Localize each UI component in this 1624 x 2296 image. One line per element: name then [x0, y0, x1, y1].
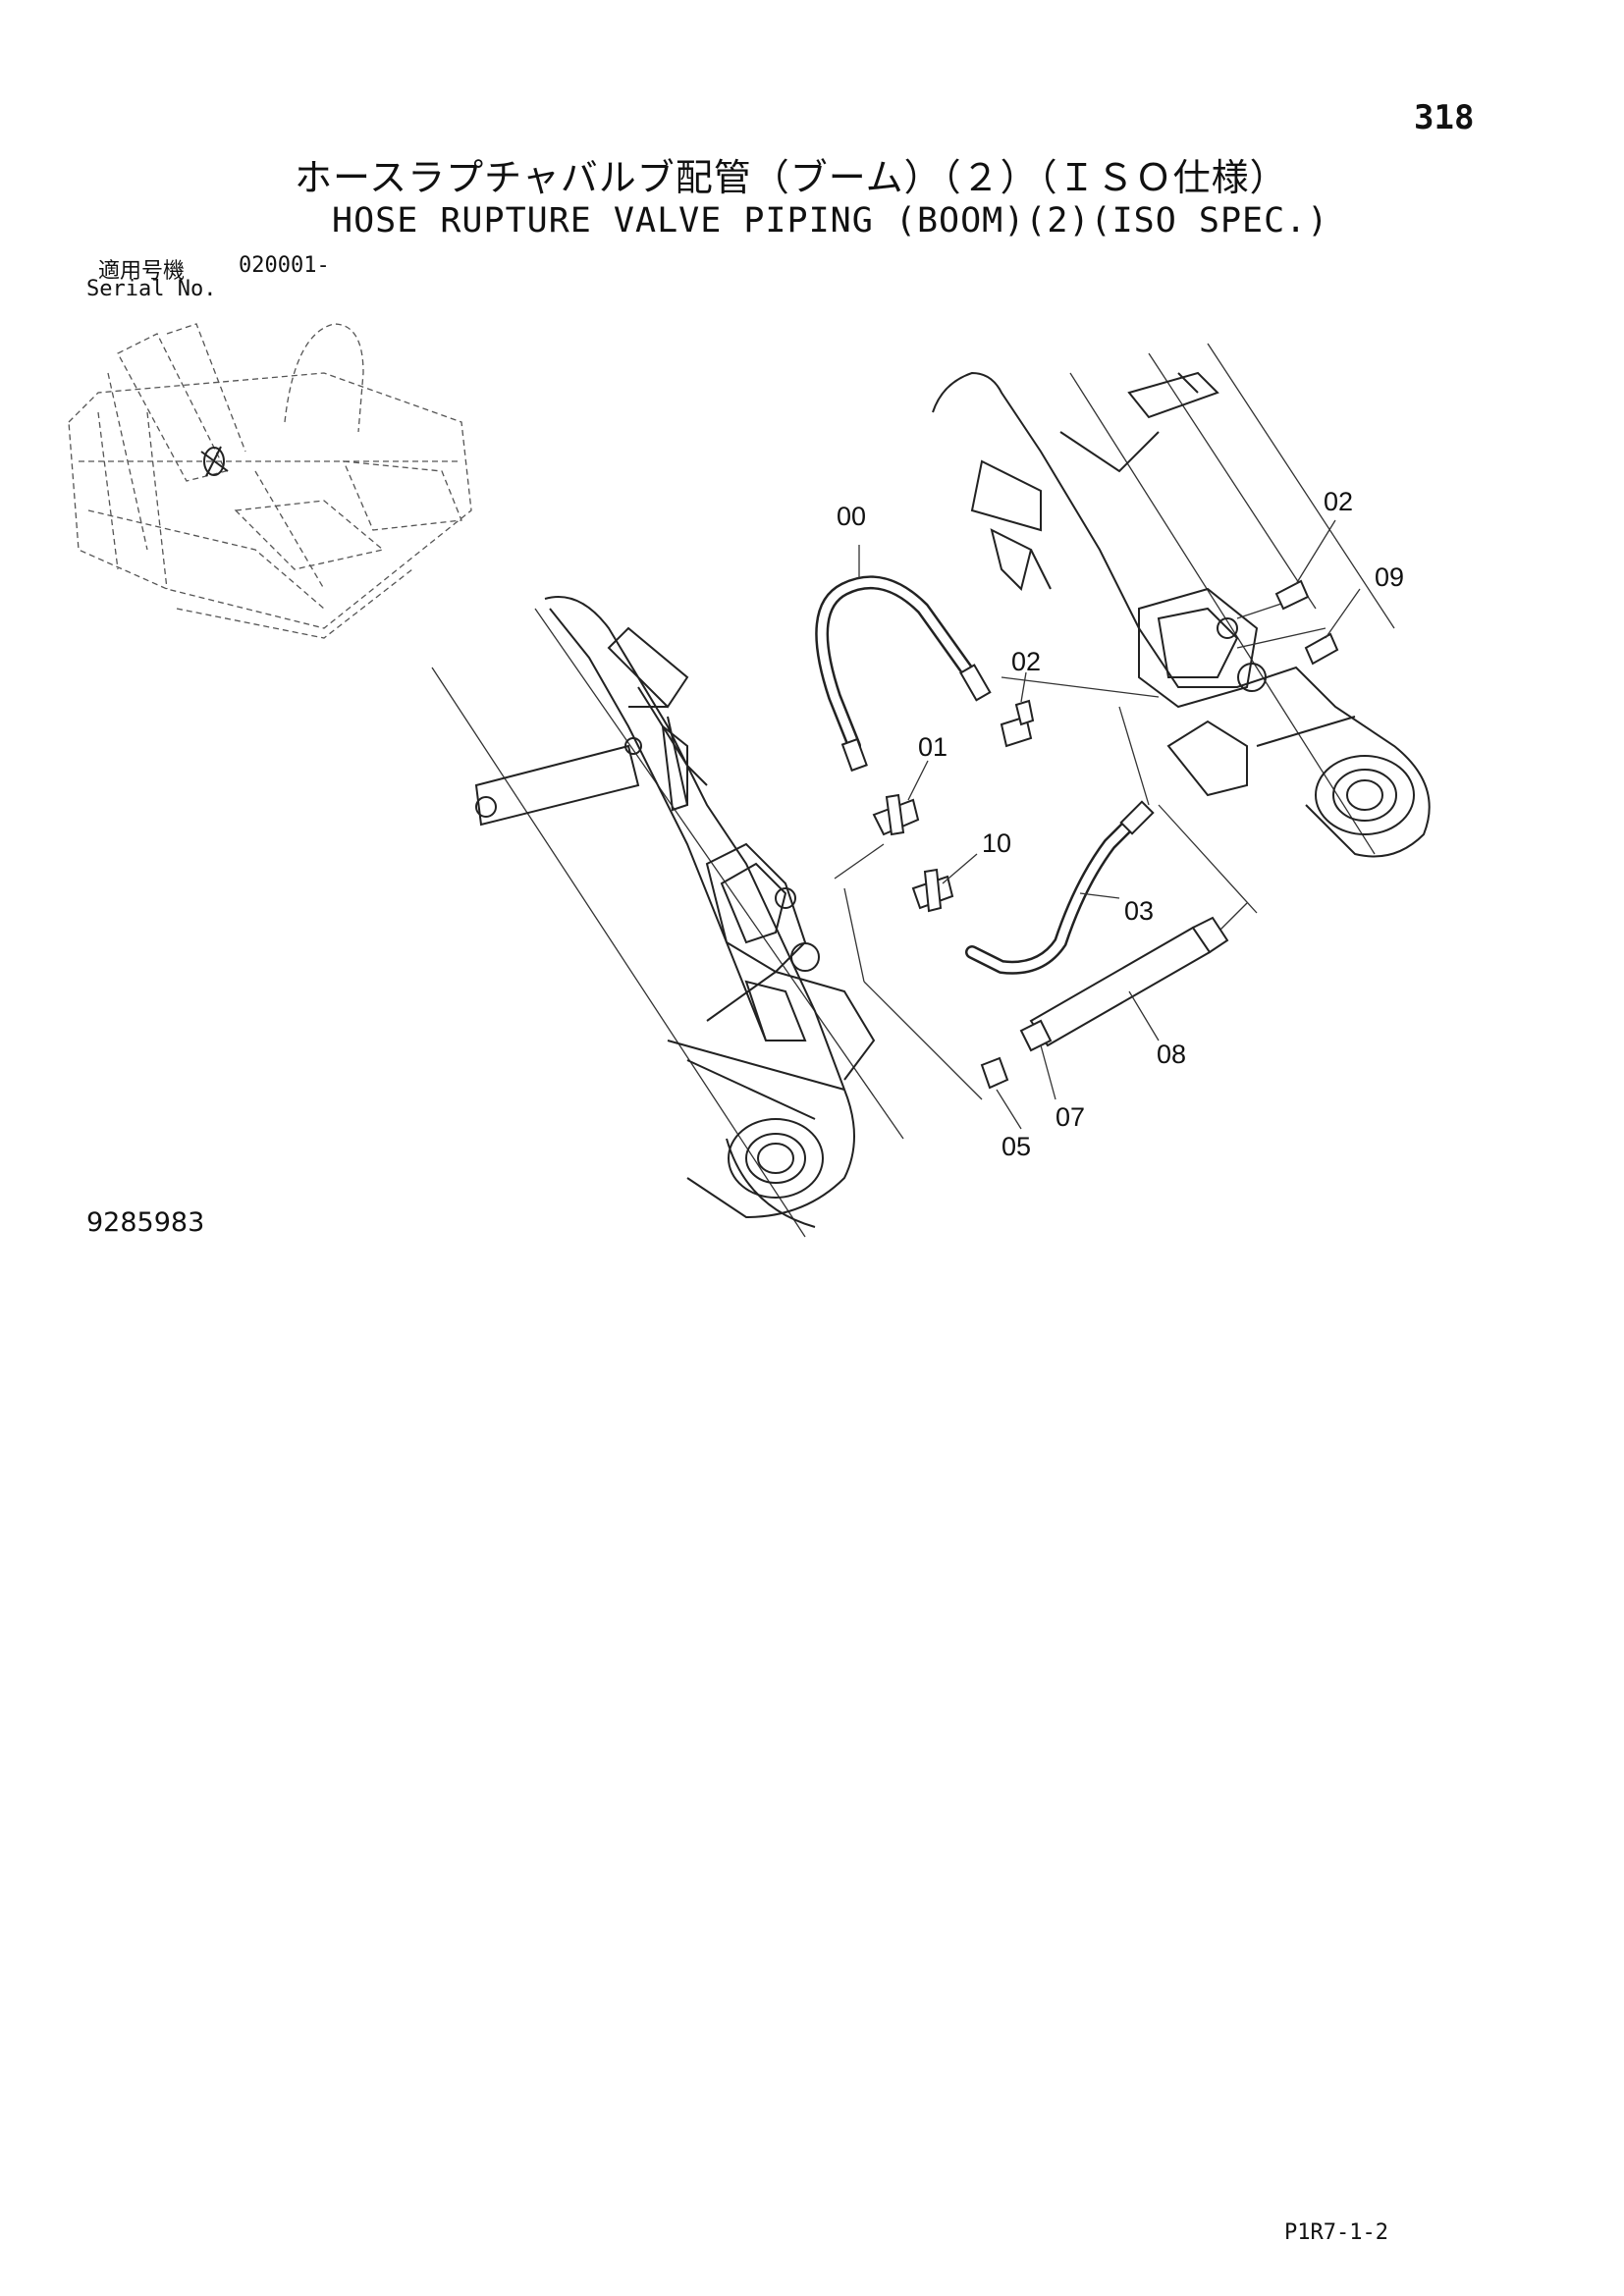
callout-09: 09 [1375, 562, 1404, 592]
callout-02-middle: 02 [1011, 647, 1041, 676]
part-01-tee-fitting [872, 793, 920, 836]
excavator-thumbnail [68, 323, 472, 639]
part-02-fitting-right [1274, 579, 1310, 611]
serial-value: 020001- [239, 253, 330, 278]
part-00-hose [815, 575, 992, 773]
serial-label-english: Serial No. [86, 277, 217, 301]
page-number: 318 [1414, 98, 1475, 137]
boom-cylinder-left [431, 596, 904, 1238]
callout-labels: 00 01 02 02 03 05 07 08 09 10 [837, 487, 1404, 1161]
part-07-fitting [1019, 1019, 1053, 1052]
callout-08: 08 [1157, 1040, 1186, 1069]
callout-03: 03 [1124, 896, 1154, 926]
part-10-tee-fitting [911, 868, 954, 913]
callout-05: 05 [1001, 1132, 1031, 1161]
callout-02-right: 02 [1324, 487, 1353, 516]
part-02-elbow-fitting [1000, 699, 1035, 748]
boom-cylinder-right [932, 343, 1431, 858]
serial-label-japanese: 適用号機 [98, 259, 186, 284]
part-05-fitting [980, 1056, 1009, 1090]
page-title-japanese: ホースラプチャバルブ配管（ブーム）（２）（ＩＳＯ仕様） [295, 156, 1288, 199]
page-title-english: HOSE RUPTURE VALVE PIPING (BOOM)(2)(ISO … [332, 201, 1329, 240]
part-03-hose [965, 800, 1155, 975]
part-09-fitting [1304, 632, 1339, 666]
page-code: P1R7-1-2 [1284, 2220, 1388, 2245]
drawing-number: 9285983 [86, 1207, 205, 1238]
callout-01: 01 [918, 732, 947, 762]
callout-07: 07 [1056, 1102, 1085, 1132]
callout-10: 10 [982, 828, 1011, 858]
callout-leaders [858, 519, 1361, 1130]
callout-00: 00 [837, 502, 866, 531]
exploded-guide-lines [834, 598, 1326, 1100]
